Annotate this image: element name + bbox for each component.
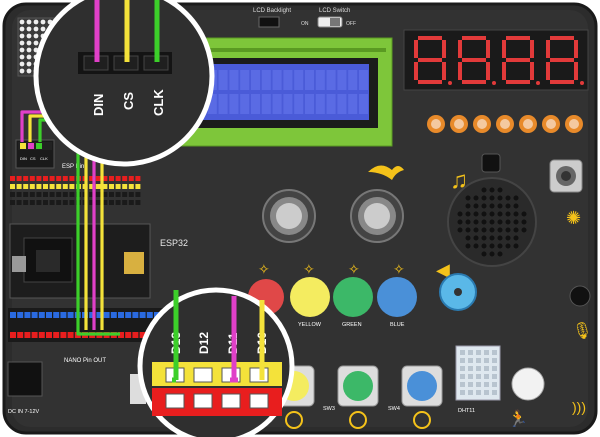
pir-person-icon: 🏃 bbox=[508, 409, 528, 428]
esp-pin-label: ESP Pin bbox=[62, 164, 84, 170]
left-small-header: DIN CS CLK bbox=[15, 139, 55, 169]
blue-led bbox=[377, 277, 417, 317]
pin-label-d12: D12 bbox=[197, 332, 211, 354]
small-header-cs: CS bbox=[30, 156, 36, 161]
small-header-din: DIN bbox=[20, 156, 27, 161]
sound-sensor bbox=[569, 285, 591, 307]
esp-pin-header: ESP Pin bbox=[10, 164, 141, 205]
segment-display bbox=[403, 29, 589, 91]
speaker bbox=[447, 177, 537, 267]
led-bulb-icons: ✧ ✧ ✧ ✧ bbox=[258, 261, 405, 277]
green-led bbox=[333, 277, 373, 317]
small-header-clk: CLK bbox=[40, 156, 48, 161]
pin-label-clk: CLK bbox=[151, 89, 166, 116]
ir-receiver bbox=[511, 367, 545, 401]
color-leds: YELLOW GREEN BLUE bbox=[248, 277, 417, 328]
potentiometer[interactable] bbox=[549, 159, 583, 193]
sun-icon: ✺ bbox=[566, 208, 581, 228]
svg-text:✧: ✧ bbox=[303, 261, 315, 277]
blue-label: BLUE bbox=[390, 322, 405, 328]
bat-icon bbox=[368, 165, 404, 180]
svg-text:✧: ✧ bbox=[348, 261, 360, 277]
volume-icon: ◀ bbox=[436, 260, 450, 280]
yellow-label: YELLOW bbox=[298, 322, 322, 328]
esp32-module: ESP32 bbox=[9, 223, 188, 299]
blue-button[interactable] bbox=[407, 371, 437, 401]
dc-in-label: DC IN 7-12V bbox=[8, 409, 40, 415]
nano-pin-out-label: NANO Pin OUT bbox=[64, 358, 106, 364]
sw3-label: SW3 bbox=[323, 406, 335, 412]
zoom-lens-bottom: D13 D12 D11 D10 bbox=[137, 287, 295, 437]
ultrasonic-sensor bbox=[262, 189, 404, 243]
lcd-switch-label: LCD Switch bbox=[319, 8, 350, 14]
sw4-label: SW4 bbox=[388, 406, 400, 412]
switch-on-label: ON bbox=[301, 21, 309, 27]
svg-text:✧: ✧ bbox=[393, 261, 405, 277]
microphone-icon: 🎙 bbox=[572, 322, 592, 340]
pin-label-cs: CS bbox=[121, 92, 136, 110]
pin-label-din: DIN bbox=[91, 94, 106, 116]
dht11-sensor: DHT11 bbox=[455, 345, 501, 414]
switch-off-label: OFF bbox=[346, 21, 356, 27]
segment-digit bbox=[458, 36, 496, 85]
green-label: GREEN bbox=[342, 322, 362, 328]
green-button[interactable] bbox=[343, 371, 373, 401]
segment-digit bbox=[502, 36, 540, 85]
wifi-signal-icon: ))) bbox=[572, 399, 586, 415]
led-ring-row bbox=[427, 115, 583, 133]
lcd-backlight-label: LCD Backlight bbox=[253, 8, 291, 14]
yellow-led bbox=[290, 277, 330, 317]
zoom-lens-top: DIN CS CLK bbox=[33, 0, 215, 167]
segment-digit bbox=[414, 36, 452, 85]
segment-digit bbox=[546, 36, 584, 85]
lcd-backlight-pot bbox=[258, 16, 280, 28]
svg-text:✧: ✧ bbox=[258, 261, 270, 277]
esp32-label: ESP32 bbox=[160, 238, 188, 248]
dht11-label: DHT11 bbox=[458, 408, 475, 414]
